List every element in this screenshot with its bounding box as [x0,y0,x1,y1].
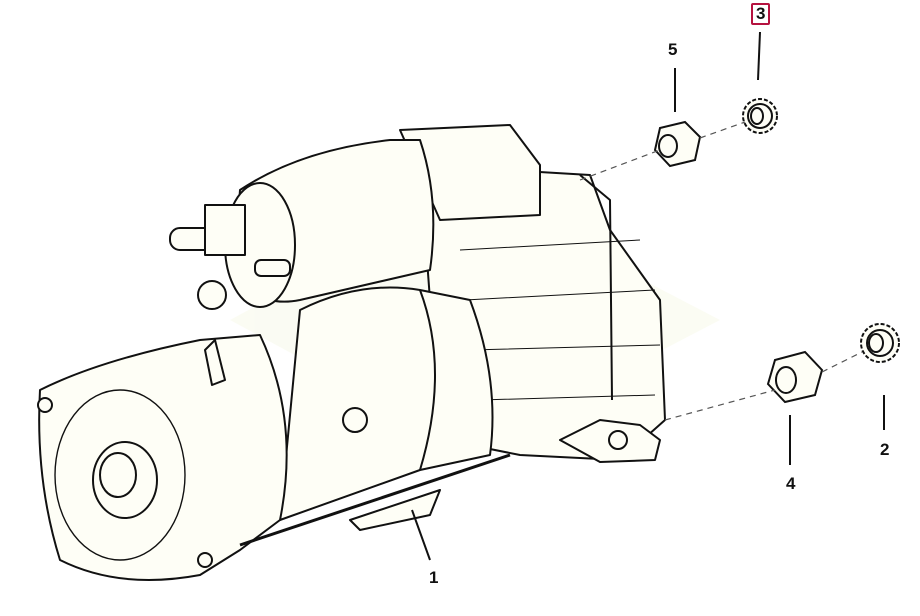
callout-3-highlighted[interactable]: 3 [751,3,771,25]
drive-end-housing [38,334,288,581]
callout-1[interactable]: 1 [429,568,439,587]
washer-upper-drawing [742,98,778,134]
callout-2[interactable]: 2 [880,440,890,459]
motor-body [279,286,494,521]
washer-lower-drawing [860,323,900,363]
nut-lower-drawing [766,350,824,404]
callout-5[interactable]: 5 [668,40,678,59]
nut-upper-drawing [653,120,702,168]
callout-4[interactable]: 4 [786,474,796,493]
